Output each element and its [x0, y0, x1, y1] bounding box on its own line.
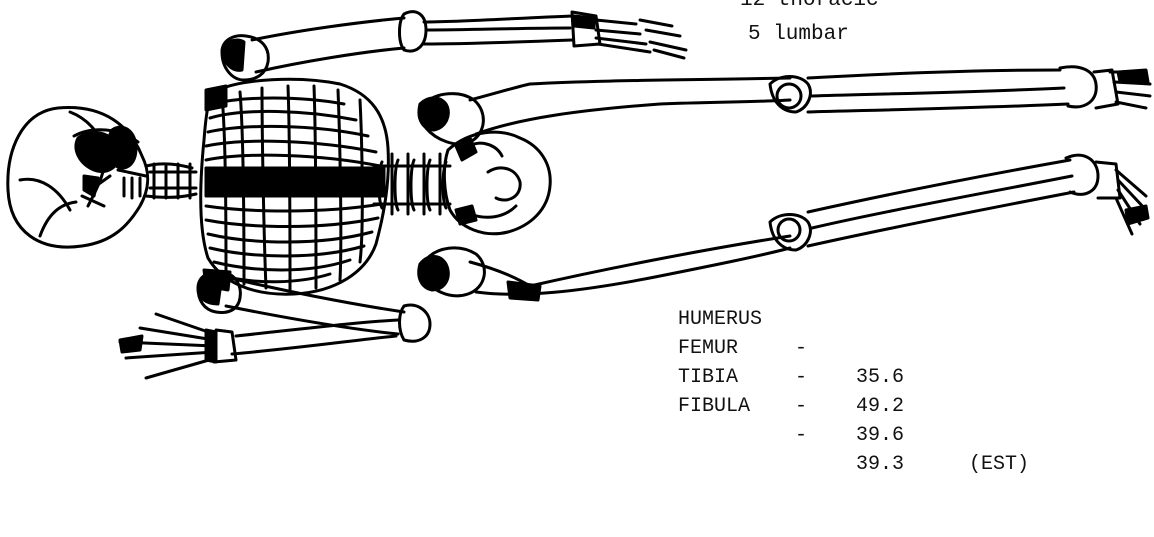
bone-length: 35.6	[856, 363, 904, 392]
ribcage	[201, 79, 389, 294]
skull	[8, 108, 148, 248]
legs	[470, 67, 1150, 300]
cervical-spine	[146, 164, 196, 198]
bone-length: 39.3	[856, 450, 904, 479]
bone-measurement-table: HUMERUS - 35.6 FEMUR - 49.2 TIBIA - 39.6…	[678, 276, 726, 392]
vertebrae-lumbar-label: 5 lumbar	[748, 23, 849, 46]
measurement-row-tibia: TIBIA - 39.6 (EST)	[678, 334, 726, 363]
lower-arm-bottom	[120, 272, 430, 378]
measurement-row-fibula: FIBULA - 39.3	[678, 363, 726, 392]
upper-arm-top	[222, 12, 686, 80]
row-dash: -	[795, 334, 807, 363]
row-dash: -	[795, 421, 807, 450]
bone-note: (EST)	[969, 450, 1029, 479]
measurement-row-femur: FEMUR - 49.2	[678, 305, 726, 334]
row-dash: -	[795, 363, 807, 392]
measurement-row-humerus: HUMERUS - 35.6	[678, 276, 726, 305]
row-dash: -	[795, 392, 807, 421]
vertebrae-thoracic-label: 12 thoracic	[740, 0, 879, 12]
bone-name: FIBULA	[678, 392, 750, 421]
skeleton-diagram	[0, 0, 1154, 394]
bone-length: 39.6	[856, 421, 904, 450]
bone-length: 49.2	[856, 392, 904, 421]
